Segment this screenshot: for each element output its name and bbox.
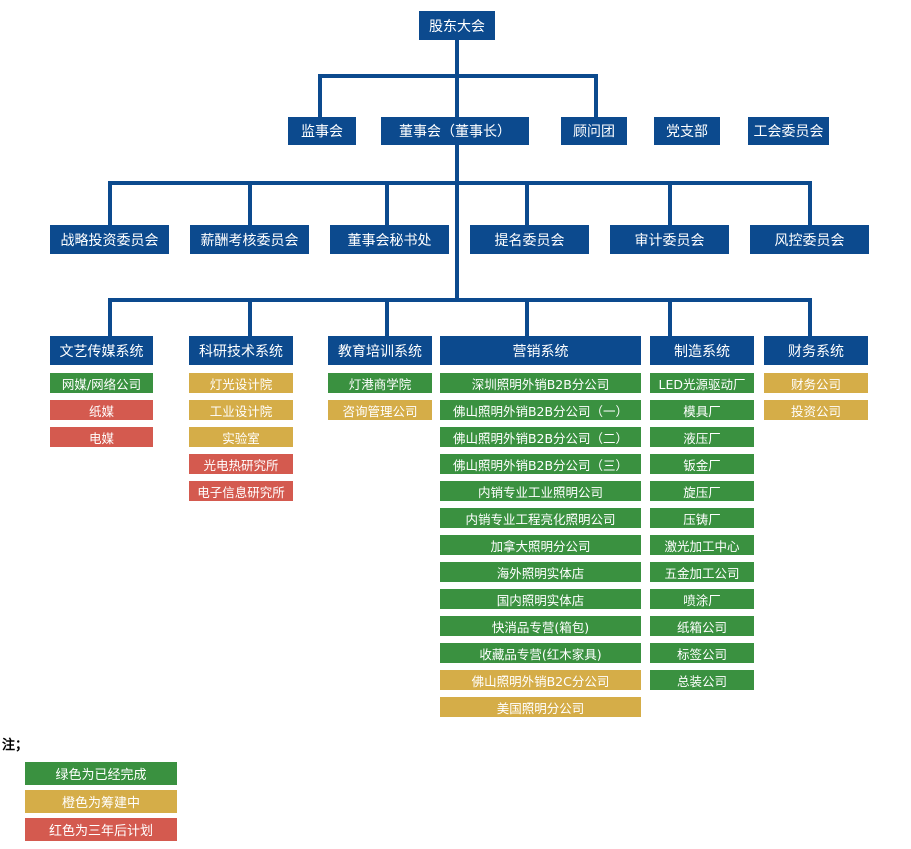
system-item: 投资公司 — [764, 400, 868, 420]
system-item: 模具厂 — [650, 400, 754, 420]
legend-item-red: 红色为三年后计划 — [25, 818, 177, 841]
system-item: 加拿大照明分公司 — [440, 535, 641, 555]
node-audit-committee: 审计委员会 — [610, 225, 729, 254]
system-item: 佛山照明外销B2C分公司 — [440, 670, 641, 690]
system-item: 咨询管理公司 — [328, 400, 432, 420]
system-item: 收藏品专营(红木家具) — [440, 643, 641, 663]
system-item: 钣金厂 — [650, 454, 754, 474]
system-header-research: 科研技术系统 — [189, 336, 293, 365]
system-item: 海外照明实体店 — [440, 562, 641, 582]
system-item: 压铸厂 — [650, 508, 754, 528]
system-item: 灯港商学院 — [328, 373, 432, 393]
system-item: 工业设计院 — [189, 400, 293, 420]
system-item: 实验室 — [189, 427, 293, 447]
system-item: 美国照明分公司 — [440, 697, 641, 717]
system-item: 财务公司 — [764, 373, 868, 393]
node-strategy-investment-committee: 战略投资委员会 — [50, 225, 169, 254]
system-item: 灯光设计院 — [189, 373, 293, 393]
system-item: 佛山照明外销B2B分公司（一） — [440, 400, 641, 420]
system-item: 标签公司 — [650, 643, 754, 663]
legend-item-green: 绿色为已经完成 — [25, 762, 177, 785]
system-item: 纸箱公司 — [650, 616, 754, 636]
system-header-education: 教育培训系统 — [328, 336, 432, 365]
system-header-media: 文艺传媒系统 — [50, 336, 153, 365]
system-item: 内销专业工程亮化照明公司 — [440, 508, 641, 528]
legend-title: 注； — [2, 738, 29, 753]
node-union-committee: 工会委员会 — [748, 117, 829, 145]
system-header-finance: 财务系统 — [764, 336, 868, 365]
system-item: 国内照明实体店 — [440, 589, 641, 609]
node-risk-control-committee: 风控委员会 — [750, 225, 869, 254]
system-item: 激光加工中心 — [650, 535, 754, 555]
system-header-manufacturing: 制造系统 — [650, 336, 754, 365]
system-item: 喷涂厂 — [650, 589, 754, 609]
node-supervisory-board: 监事会 — [288, 117, 356, 145]
legend-item-orange: 橙色为筹建中 — [25, 790, 177, 813]
node-party-branch: 党支部 — [654, 117, 720, 145]
system-item: 网媒/网络公司 — [50, 373, 153, 393]
system-item: 旋压厂 — [650, 481, 754, 501]
system-item: 总装公司 — [650, 670, 754, 690]
system-item: LED光源驱动厂 — [650, 373, 754, 393]
node-advisory-group: 顾问团 — [561, 117, 627, 145]
node-compensation-committee: 薪酬考核委员会 — [190, 225, 309, 254]
system-item: 纸媒 — [50, 400, 153, 420]
system-item: 五金加工公司 — [650, 562, 754, 582]
system-item: 深圳照明外销B2B分公司 — [440, 373, 641, 393]
node-nomination-committee: 提名委员会 — [470, 225, 589, 254]
system-item: 电子信息研究所 — [189, 481, 293, 501]
system-item: 佛山照明外销B2B分公司（三） — [440, 454, 641, 474]
system-item: 佛山照明外销B2B分公司（二） — [440, 427, 641, 447]
node-board-of-directors: 董事会（董事长） — [381, 117, 529, 145]
system-item: 快消品专营(箱包) — [440, 616, 641, 636]
node-shareholders-meeting: 股东大会 — [419, 11, 495, 40]
system-item: 液压厂 — [650, 427, 754, 447]
system-header-marketing: 营销系统 — [440, 336, 641, 365]
system-item: 光电热研究所 — [189, 454, 293, 474]
node-board-secretariat: 董事会秘书处 — [330, 225, 449, 254]
system-item: 电媒 — [50, 427, 153, 447]
system-item: 内销专业工业照明公司 — [440, 481, 641, 501]
